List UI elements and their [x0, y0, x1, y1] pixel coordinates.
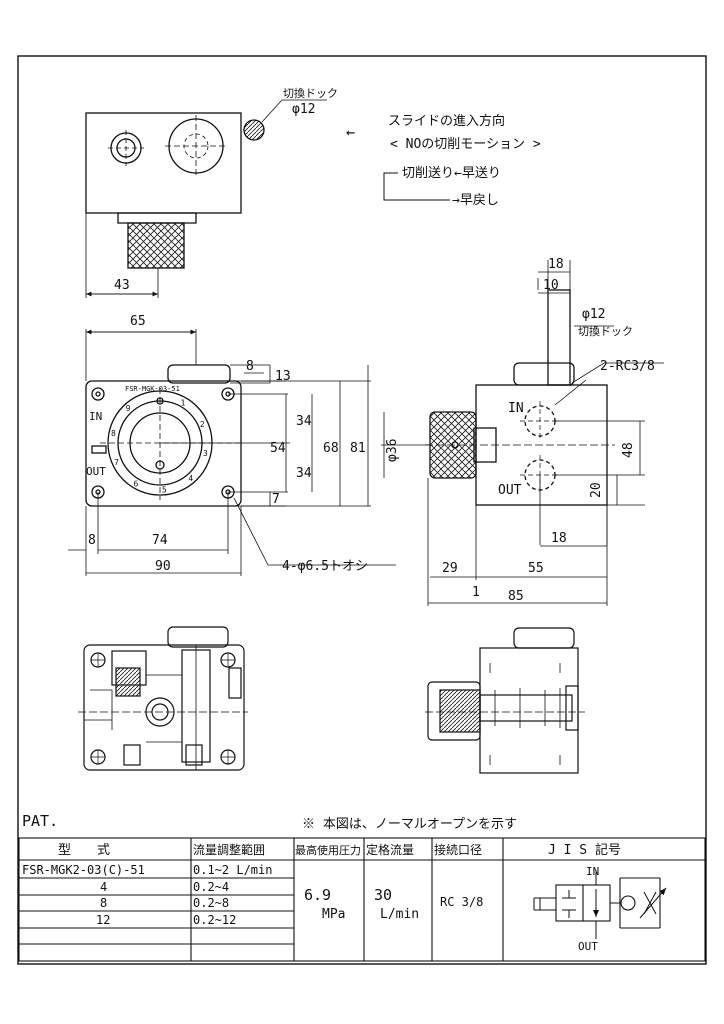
slide-title: スライドの進入方向	[388, 113, 505, 129]
dial-number: 6	[134, 480, 139, 489]
dog-circle-top	[243, 119, 265, 141]
hdr-max-pressure: 最高使用圧力	[295, 843, 361, 857]
port-value: RC 3/8	[440, 895, 483, 909]
jis-in-label: IN	[586, 865, 599, 878]
top-dog-label: 切換ドック	[283, 87, 338, 100]
side-dia36: φ36	[385, 439, 400, 462]
dial-number: 4	[188, 474, 193, 483]
feed-bracket	[383, 172, 450, 201]
dial-number: 5	[162, 486, 167, 495]
hdr-rated-flow: 定格流量	[366, 842, 414, 857]
side-dim-29: 29	[442, 561, 458, 576]
front-dim-90: 90	[155, 559, 171, 574]
row3-range: 0.2~8	[193, 896, 229, 910]
side-ports: 2-RC3/8	[600, 359, 655, 374]
section-view-front	[78, 626, 248, 771]
front-dim-34a: 34	[296, 414, 312, 429]
feed-label: 切削送り←早送り	[402, 166, 501, 181]
front-out-label: OUT	[86, 465, 106, 478]
row3-model: 8	[100, 896, 107, 910]
side-dim-10: 10	[543, 278, 559, 293]
sheet-border	[17, 55, 707, 965]
front-dim-54: 54	[270, 441, 286, 456]
dial-number: 9	[126, 404, 131, 413]
top-dim-43: 43	[114, 278, 130, 293]
front-view	[68, 329, 396, 576]
side-in-label: IN	[508, 401, 524, 416]
dial-number: 8	[111, 429, 116, 438]
row4-model: 12	[96, 913, 110, 927]
side-out-label: OUT	[498, 483, 522, 498]
row2-model: 4	[100, 880, 107, 894]
front-dim-65: 65	[130, 314, 146, 329]
row2-range: 0.2~4	[193, 880, 229, 894]
jis-symbol	[533, 870, 667, 939]
jis-out-label: OUT	[578, 940, 598, 953]
side-dim-1: 1	[472, 585, 480, 600]
normal-open-note: ※ 本図は、ノーマルオープンを示す	[302, 817, 517, 832]
flow-value: 30	[374, 886, 392, 904]
pressure-value: 6.9	[304, 886, 331, 904]
dial-scale: 1 2 3 4 5 6 7 8 9	[111, 398, 208, 494]
front-dim-13: 13	[275, 369, 291, 384]
side-dog-dia: φ12	[582, 307, 605, 322]
front-dim-8: 8	[246, 359, 254, 374]
pat-label: PAT.	[22, 812, 58, 830]
side-dog-label: 切換ドック	[578, 325, 633, 338]
front-dim-34b: 34	[296, 466, 312, 481]
slide-sub: < NOの切削モーション >	[390, 137, 541, 152]
side-dim-55: 55	[528, 561, 544, 576]
hdr-port: 接続口径	[434, 842, 482, 857]
hdr-flow-range: 流量調整範囲	[193, 842, 265, 857]
side-dim-20: 20	[589, 482, 604, 498]
front-holes: 4-φ6.5トオシ	[282, 559, 368, 574]
row1-range: 0.1~2 L/min	[193, 863, 272, 877]
side-dim-18b: 18	[551, 531, 567, 546]
row1-model: FSR-MGK2-03(C)-51	[22, 863, 145, 877]
flow-unit: L/min	[380, 907, 419, 922]
dial-number: 1	[181, 398, 186, 407]
front-dim-74: 74	[152, 533, 168, 548]
side-dim-48: 48	[621, 442, 636, 458]
spec-table	[18, 837, 706, 962]
top-view	[85, 99, 327, 298]
section-view-side	[425, 627, 585, 774]
side-view	[381, 260, 664, 606]
front-dim-8b: 8	[88, 533, 96, 548]
side-dim-85: 85	[508, 589, 524, 604]
side-dim-18a: 18	[548, 257, 564, 272]
top-dog-dia: φ12	[292, 102, 315, 117]
nameplate: FSR-MGK-03-51	[125, 385, 180, 393]
front-dim-81: 81	[350, 441, 366, 456]
hdr-jis: J I S 記号	[548, 842, 621, 858]
dial-number: 2	[200, 420, 205, 429]
front-in-label: IN	[89, 410, 102, 423]
dial-number: 3	[203, 449, 208, 458]
front-dim-68: 68	[323, 441, 339, 456]
pressure-unit: MPa	[322, 907, 345, 922]
row4-range: 0.2~12	[193, 913, 236, 927]
slide-arrow: ←	[346, 123, 355, 141]
return-label: →早戻し	[452, 193, 499, 208]
hdr-model: 型 式	[58, 843, 110, 858]
dial-number: 7	[114, 458, 119, 467]
front-dim-7: 7	[272, 492, 280, 507]
